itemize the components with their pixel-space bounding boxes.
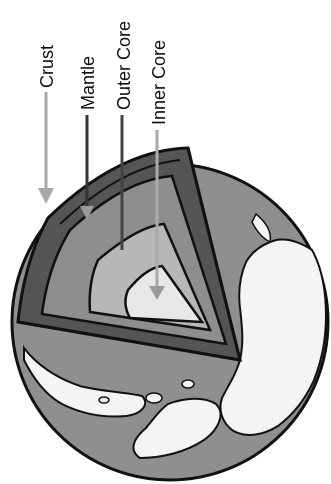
mantle-label: Mantle xyxy=(78,56,98,110)
island xyxy=(99,397,109,403)
inner-core-label: Inner Core xyxy=(149,40,169,125)
crust-label: Crust xyxy=(37,45,57,88)
island xyxy=(146,393,162,403)
island xyxy=(182,380,194,388)
outer-core-label: Outer Core xyxy=(114,21,134,110)
crust-arrowhead xyxy=(38,188,54,204)
